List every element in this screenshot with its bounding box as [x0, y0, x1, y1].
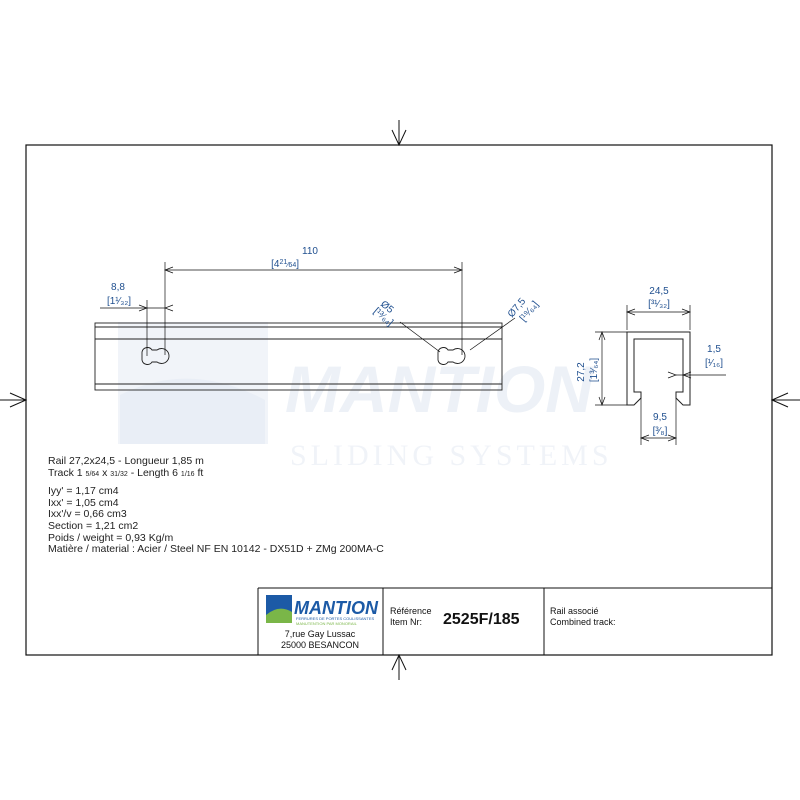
arrow-27-2-top-icon [598, 331, 606, 341]
arrow-1-5-right-icon [682, 371, 692, 379]
arrow-9-5-right-icon [667, 434, 677, 442]
watermark-logo-wave [120, 378, 265, 444]
keyhole-slot-left [141, 347, 170, 365]
logo-wave-icon [266, 608, 292, 623]
rail-outline [94, 322, 503, 391]
title-block [257, 587, 772, 655]
dimension-24-5 [626, 305, 691, 330]
ref-label-en: Item Nr: [390, 617, 422, 627]
spec-track-b: 5/64 [85, 470, 100, 478]
specifications: Rail 27,2x24,5 - Longueur 1,85 m Track 1… [48, 455, 384, 556]
dim-9-5-imperial: [³⁄₈] [653, 426, 668, 437]
spec-iyy: Iyy' = 1,17 cm4 [48, 485, 119, 498]
spec-rail-title: Rail 27,2x24,5 - Longueur 1,85 m [48, 455, 204, 467]
spec-track-title: Track 1 5/64 x 31/32 - Length 6 1/16 ft [48, 466, 384, 481]
leader-line-d5 [399, 321, 441, 353]
dim-110-imperial: [421⁄64] [271, 259, 299, 270]
assoc-label-fr: Rail associé [550, 606, 599, 616]
dimension-8-8 [100, 300, 174, 356]
spec-track-f: 1/16 [180, 470, 195, 478]
dim-110-value: 110 [302, 246, 318, 257]
address-line2: 25000 BESANCON [281, 640, 359, 650]
arrow-24-5-left-icon [626, 308, 636, 316]
ref-label-fr: Référence [390, 606, 432, 616]
dim-1-5-value: 1,5 [707, 344, 721, 355]
leader-d7-5 [469, 317, 516, 351]
center-mark-top-icon [391, 129, 407, 147]
dim-27-2-value: 27,2 [576, 362, 587, 382]
rail-cross-section [626, 331, 691, 406]
leader-d5 [399, 321, 441, 353]
spec-track-e: - Length 6 [127, 466, 181, 479]
logo-name: MANTION [294, 598, 379, 618]
dim-8-8-imperial: [1¹⁄₃₂] [107, 296, 131, 307]
spec-ixx-v: Ixx'/v = 0,66 cm3 [48, 508, 127, 521]
spec-track-d: 31/32 [110, 470, 128, 478]
spec-material: Matière / material : Acier / Steel NF EN… [48, 543, 384, 556]
logo-sub2: MANUTENTION PAR MONORAIL [296, 621, 358, 626]
spec-ixx: Ixx' = 1,05 cm4 [48, 496, 119, 509]
dim-9-5-value: 9,5 [653, 412, 667, 423]
watermark: MANTION SLIDING SYSTEMS [118, 322, 613, 472]
arrow-1-5-left-icon [667, 371, 677, 379]
watermark-brand: MANTION [285, 352, 594, 426]
center-mark-left-icon [9, 392, 28, 408]
ref-value: 2525F/185 [443, 611, 520, 628]
watermark-tagline: SLIDING SYSTEMS [290, 439, 613, 472]
logo-sub1: FERRURES DE PORTES COULISSANTES [296, 616, 374, 621]
spec-track-g: ft [194, 466, 204, 479]
center-mark-bottom-icon [391, 653, 407, 671]
spec-track-c: x [99, 466, 111, 479]
center-marks [0, 120, 800, 680]
dim-24-5-value: 24,5 [649, 286, 669, 297]
arrow-9-5-left-icon [640, 434, 650, 442]
leader-line-d7-5 [469, 317, 516, 351]
dim-27-2-imperial: [1³⁄₆₄] [589, 358, 600, 382]
dimension-27-2 [595, 331, 627, 406]
arrow-8-8-right-icon [164, 304, 174, 312]
arrow-right-icon [453, 266, 463, 274]
dimension-9-5 [640, 398, 677, 445]
rail-side-view [94, 322, 503, 391]
dim-24-5-imperial: [³¹⁄₃₂] [648, 299, 670, 310]
dim-8-8-value: 8,8 [111, 282, 125, 293]
arrow-left-icon [164, 266, 174, 274]
spec-track-a: Track 1 [48, 466, 86, 479]
spec-weight: Poids / weight = 0,93 Kg/m [48, 531, 174, 544]
assoc-label-en: Combined track: [550, 617, 616, 627]
keyhole-slot-right [437, 347, 466, 365]
dim-1-5-imperial: [¹⁄₁₆] [705, 358, 723, 369]
center-mark-right-icon [770, 392, 789, 408]
arrow-8-8-left-icon [138, 304, 148, 312]
arrow-24-5-right-icon [681, 308, 691, 316]
mantion-logo: MANTION FERRURES DE PORTES COULISSANTES … [264, 593, 379, 627]
address-line1: 7,rue Gay Lussac [285, 629, 356, 639]
dimension-110 [164, 262, 463, 355]
arrow-27-2-bottom-icon [598, 396, 606, 406]
spec-section: Section = 1,21 cm2 [48, 519, 139, 532]
dimension-1-5 [667, 371, 726, 379]
profile-outline [626, 331, 691, 406]
